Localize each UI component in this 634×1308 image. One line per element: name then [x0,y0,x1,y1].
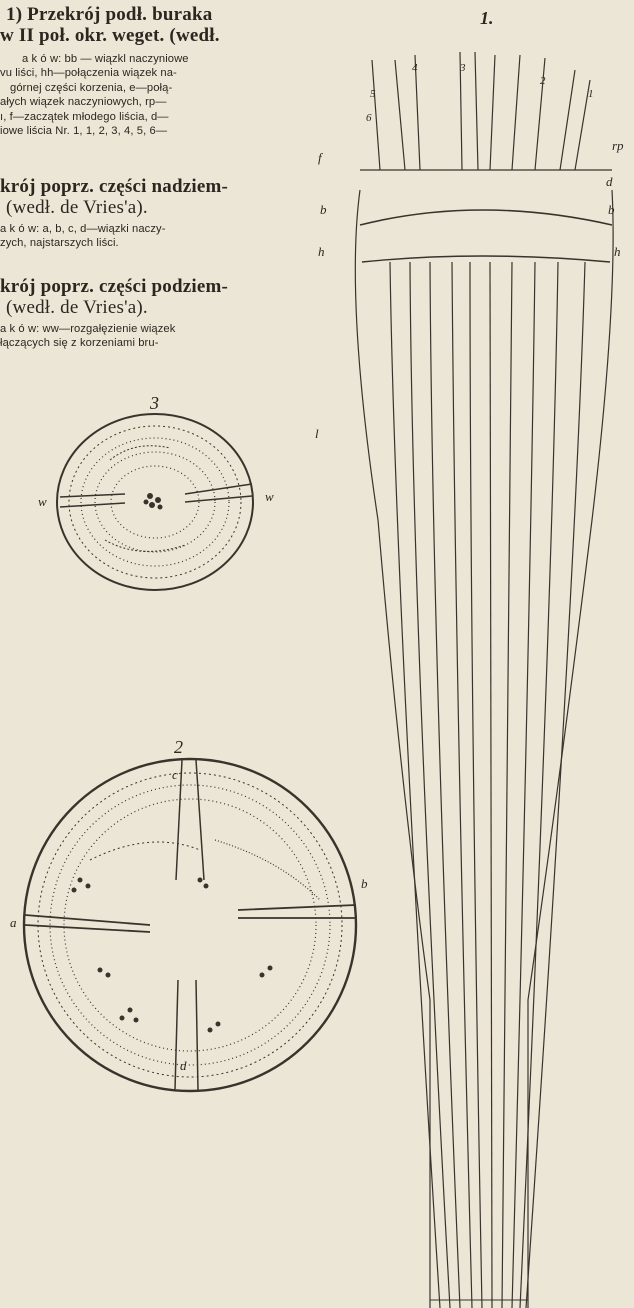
figure-1-label-b-left: b [320,202,327,218]
figure-1-leaf-number: 2 [540,75,546,87]
figure-1-label-d: d [606,174,613,190]
figure-1-label-rp: rp [612,138,624,154]
figure-1-leaf-number: 4 [412,62,418,74]
figure-1-leaf-number: 3 [460,62,466,74]
figure-1-label-f: f [318,150,322,166]
figure-1-label-h-right: h [614,244,621,260]
figure-1-leaf-number: 5 [370,88,376,100]
figure-1-label-h-left: h [318,244,325,260]
figure-1-label-l: l [315,426,319,442]
figure-1-leaf-number: 1 [588,88,594,100]
figure-1-leaf-number: 6 [366,112,372,124]
figure-1-label-b-right: b [608,202,615,218]
